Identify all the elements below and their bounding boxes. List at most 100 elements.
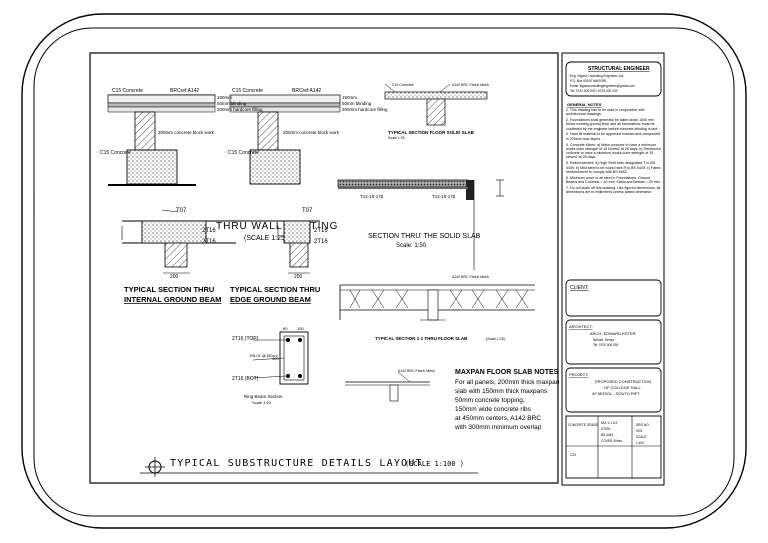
- solid-slab-scale: Scale: 1:50: [396, 243, 427, 249]
- edge-detail-mesh: A142 BRC Fabric Mesh: [398, 369, 435, 373]
- architect-line-2: Nairobi, Kenya: [593, 338, 614, 342]
- footing2-label-blockwork: 200mm concrete block work: [283, 130, 340, 135]
- internal-ground-beam: [121, 209, 236, 274]
- maxpan-note-4: 150mm wide concrete ribs: [455, 406, 532, 413]
- ring-beam-section: [252, 331, 309, 385]
- ring-beam-dim-3: 400: [272, 356, 279, 361]
- small-slab-scale: Scale 1:25: [388, 136, 405, 140]
- ring-beam-top: 2T16 (TOP): [232, 336, 259, 342]
- outer-frame: [21, 13, 747, 529]
- edge-beam-title-2: EDGE GROUND BEAM: [230, 295, 311, 304]
- architect-line-1: ARCH. EDWARD KETER: [590, 331, 636, 336]
- ring-beam-caption: Ring Beam Section: [244, 394, 283, 399]
- general-note-5: 5. Reinforcement: a) High Yield bars des…: [566, 161, 661, 174]
- internal-beam-t07: T07: [176, 208, 187, 214]
- footing-label-c15-bottom: C15 Concrete: [100, 150, 131, 156]
- footing2-label-c15: C15 Concrete: [232, 88, 263, 94]
- footing2-label-hardcore: 200mm hardcore filling: [342, 107, 388, 112]
- internal-beam-2t16-a: 2T16: [202, 228, 216, 234]
- maxpan-note-5: at 450mm centers, A142 BRC: [455, 415, 541, 422]
- edge-beam-2t16-b: 2T16: [314, 239, 328, 245]
- section-marker-icon: [145, 457, 165, 477]
- engineer-line-1: Eng. Kigaru Consulting Engineers Ltd.: [570, 74, 624, 78]
- maxpan-section: [339, 284, 535, 321]
- notes-heading: GENERAL NOTES: [567, 102, 602, 107]
- footing2-label-blinding: 50mm blinding: [342, 101, 372, 106]
- general-note-7: 7. Do not scale off this drawing. Use fi…: [566, 185, 661, 195]
- edge-ground-beam: [230, 220, 320, 274]
- small-slab-label-left: C15 Concrete: [392, 83, 414, 87]
- footer-col2-line-3: BS 4449: [601, 433, 613, 437]
- solid-slab-tag-left: T12-10-175: [360, 194, 384, 199]
- small-slab-title: TYPICAL SECTION FLOOR SOLID SLAB: [388, 130, 475, 135]
- maxpan-note-2: slab with 150mm thick maxpans: [455, 388, 548, 395]
- footing-label-hardcore: 200mm hardcore filling: [217, 107, 263, 112]
- solid-slab-tag-right: T12-10-175: [432, 194, 456, 199]
- edge-beam-title-1: TYPICAL SECTION THRU: [230, 285, 320, 294]
- solid-slab-section: [337, 179, 504, 270]
- footer-col2-line-4: COVER 40mm: [601, 439, 622, 443]
- edge-beam-width: 200: [294, 274, 303, 280]
- internal-beam-title-2: INTERNAL GROUND BEAM: [124, 295, 221, 304]
- inner-frame: [33, 27, 735, 517]
- client-label: CLIENT:: [570, 285, 589, 291]
- architect-label: ARCHITECT:: [569, 324, 593, 329]
- maxpan-note-1: For all panels, 200mm thick maxpan: [455, 379, 560, 386]
- footer-col3-line-4: 1:100: [636, 441, 644, 445]
- footing-label-150: 150mm: [217, 95, 232, 100]
- engineer-line-2: P.O. Box 00100 NAIROBI: [570, 79, 606, 83]
- maxpan-note-6: with 300mm minimum overlap: [454, 424, 542, 431]
- wall-footing-section-2: [229, 94, 341, 185]
- maxpan-notes-title: MAXPAN FLOOR SLAB NOTES: [455, 369, 559, 376]
- maxpan-section-caption: TYPICAL SECTION 1-1 THRU FLOOR SLAB: [375, 336, 468, 341]
- internal-beam-2t16-b: 2T16: [202, 239, 216, 245]
- maxpan-mesh-label: A142 BRC Fabric Mesh: [452, 275, 489, 279]
- footer-col3-line-1: DRG NO.: [636, 423, 650, 427]
- footing-label-blinding: 50mm blinding: [217, 101, 247, 106]
- footing2-label-150: 150mm: [342, 95, 357, 100]
- general-note-1: 1. This drawing has to be read in conjun…: [566, 108, 645, 117]
- edge-beam-t07: T07: [302, 208, 313, 214]
- footing-label-blockwork: 200mm concrete block work: [158, 130, 215, 135]
- maxpan-section-scale: (Scale 1:25): [486, 337, 505, 341]
- footing-label-brc: BRCref A142: [170, 88, 199, 94]
- engineer-line-4: Tel: 0722 000 000 / 0733 000 000: [570, 89, 618, 93]
- project-line-2: OF COLLEGE HALL: [604, 385, 641, 390]
- small-slab-mesh: A142 BRC Fabric Mesh: [452, 83, 489, 87]
- drawing-area-border: [89, 52, 559, 484]
- maxpan-note-3: 50mm concrete topping,: [455, 397, 525, 404]
- project-line-1: PROPOSED CONSTRUCTION: [595, 379, 651, 384]
- wall-footing-scale: (SCALE 1:25): [244, 235, 287, 242]
- general-note-4: 4. Concrete Mixes: a) Mass concrete to h…: [566, 142, 661, 160]
- ring-beam-dim-2: 150: [297, 326, 304, 331]
- solid-slab-small-section: [384, 83, 488, 126]
- footer-col2-line-1: MIX 1:1.5:3: [601, 421, 618, 425]
- project-line-3: AT MOSOL - SOUTH RIFT: [592, 391, 640, 396]
- internal-beam-title-1: TYPICAL SECTION THRU: [124, 285, 214, 294]
- project-label: PROJECT:: [569, 372, 588, 377]
- general-note-6: 6. Minimum cover to all steel in Foundat…: [566, 175, 661, 184]
- footing2-label-c15-bottom: C15 Concrete: [228, 150, 259, 156]
- general-notes-block: 1. This drawing has to be read in conjun…: [566, 108, 661, 195]
- main-title-scale: (SCALE 1:100 ): [405, 460, 464, 468]
- wall-footing-title: THRU WALL FOOTING: [216, 221, 338, 232]
- general-note-3: 3. Hard fill material to be approved mur…: [566, 132, 660, 141]
- footer-col3-line-2: S/01: [636, 429, 643, 433]
- footer-col3-line-3: SCALE: [636, 435, 646, 439]
- engineer-line-3: Email: kigaruconsultingengineers@gmail.c…: [570, 84, 635, 88]
- ring-beam-bottom: 2T16 (BOT): [232, 376, 259, 382]
- slab-edge-detail: [345, 371, 430, 402]
- main-title: TYPICAL SUBSTRUCTURE DETAILS LAYOUT: [170, 458, 423, 469]
- footing-label-c15-top: C15 Concrete: [112, 88, 143, 94]
- wall-footing-section-1: [107, 94, 216, 186]
- engineer-heading: STRUCTURAL ENGINEER: [588, 66, 650, 72]
- ring-beam-dim-1: 80: [283, 326, 288, 331]
- ring-beam-link: R8-01 @150c/c: [250, 353, 278, 358]
- general-note-2: 2. Foundations shall generally be taken …: [566, 118, 659, 131]
- edge-beam-2t16-a: 2T16: [314, 228, 328, 234]
- footer-col2-line-2: STEEL: [601, 427, 611, 431]
- footer-col1-label: CONCRETE GRADE: [568, 423, 598, 427]
- footer-col1-value: C25: [570, 453, 576, 457]
- footing2-label-brc: BRCref A142: [292, 88, 321, 94]
